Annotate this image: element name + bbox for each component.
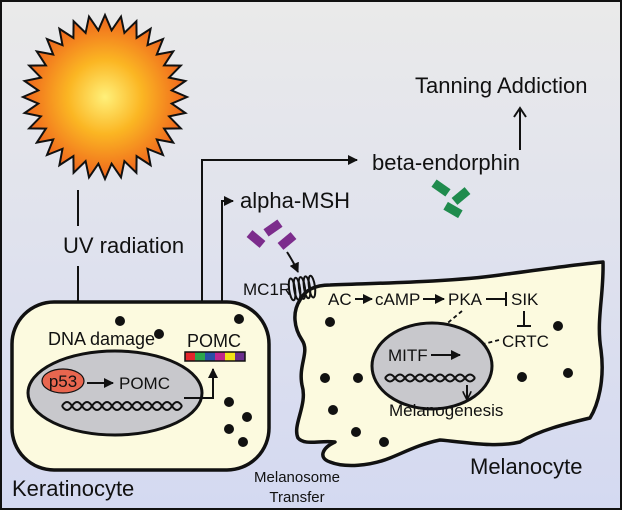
pomc-to-alpha-msh-arrow — [221, 196, 234, 332]
beta-endorphin-peptide-3 — [443, 201, 463, 219]
melanocyte-nucleus — [370, 321, 494, 411]
melanosome-dot-icon — [553, 321, 563, 331]
pka-inhibits-sik-symbol — [486, 292, 507, 306]
melanogenesis-label: Melanogenesis — [389, 401, 503, 420]
keratinocyte-melanosomes — [115, 314, 252, 447]
dna-helix-icon — [384, 373, 476, 383]
melanosome-dot-icon — [234, 314, 244, 324]
tanning-addiction-label: Tanning Addiction — [415, 73, 587, 98]
melanosome-dot-icon — [353, 373, 363, 383]
beta-endorphin-peptide-1 — [431, 179, 451, 197]
mitf-label: MITF — [388, 346, 428, 365]
pomc-bar-segment-2 — [195, 352, 205, 361]
melanosome-transfer-label-line-2: Transfer — [269, 489, 324, 506]
melanosome-dot-icon — [224, 424, 234, 434]
p53-protein-icon — [41, 368, 85, 394]
ac-label: AC — [328, 290, 352, 309]
melanocyte-dna-strand-1 — [384, 373, 476, 383]
pomc-bar-segment-3 — [205, 352, 215, 361]
melanosome-dot-icon — [351, 427, 361, 437]
melanosome-dot-icon — [238, 437, 248, 447]
p53-label: p53 — [49, 372, 77, 391]
pomc-bar-outline — [184, 351, 246, 362]
tanning-arrow-head — [513, 106, 527, 118]
alpha-msh-peptide-3 — [277, 232, 297, 250]
pomc-bar-segment-1 — [185, 352, 195, 361]
pomc-bar-segment-5 — [225, 352, 235, 361]
melanocyte-label: Melanocyte — [470, 454, 583, 479]
sik-label: SIK — [511, 290, 539, 309]
mc1r-receptor-icon — [287, 274, 317, 302]
dna-helix-icon — [61, 401, 183, 411]
keratinocyte-label: Keratinocyte — [12, 476, 134, 501]
alpha-msh-peptide-1 — [246, 230, 266, 248]
melanosome-dot-icon — [517, 372, 527, 382]
keratinocyte-nucleus — [26, 349, 204, 437]
alpha-msh-to-mc1r-arrow — [286, 251, 299, 273]
alpha-msh-label: alpha-MSH — [240, 188, 350, 213]
pka-label: PKA — [448, 290, 483, 309]
melanosome-dot-icon — [563, 368, 573, 378]
sik-inhibits-crtc-symbol — [517, 311, 531, 327]
melanosome-dot-icon — [379, 437, 389, 447]
melanosome-dot-icon — [242, 412, 252, 422]
pomc-nucleus-label: POMC — [119, 374, 170, 393]
melanocyte-melanosomes — [320, 317, 573, 447]
pomc-peptide-bar — [184, 351, 246, 362]
melanosome-transfer-label-line-1: Melanosome — [254, 469, 340, 486]
melanosome-dot-icon — [320, 373, 330, 383]
melanocyte-dna-strand-2 — [384, 373, 476, 383]
pomc-bar-segment-4 — [215, 352, 225, 361]
pomc-bar-segment-6 — [235, 352, 245, 361]
uv-radiation-label: UV radiation — [63, 233, 184, 258]
dna-damage-label: DNA damage — [48, 329, 155, 349]
camp-label: cAMP — [375, 290, 420, 309]
mc1r-label: MC1R — [243, 280, 291, 299]
beta-endorphin-label: beta-endorphin — [372, 150, 520, 175]
receptor-helix-5 — [307, 274, 317, 299]
crtc-label: CRTC — [502, 332, 549, 351]
pomc-cytoplasm-label: POMC — [187, 331, 241, 351]
keratinocyte-dna-strand-2 — [61, 401, 183, 411]
melanosome-dot-icon — [328, 405, 338, 415]
beta-endorphin-peptide-2 — [451, 187, 471, 205]
melanosome-dot-icon — [115, 316, 125, 326]
melanosome-dot-icon — [224, 397, 234, 407]
pomc-to-beta-endorphin-arrow — [201, 155, 358, 332]
sun-icon — [20, 12, 190, 182]
alpha-msh-peptide-icon — [246, 219, 297, 250]
melanosome-dot-icon — [325, 317, 335, 327]
alpha-msh-peptide-2 — [263, 219, 283, 237]
pomc-export-arrow — [184, 368, 218, 399]
beta-endorphin-peptide-icon — [431, 179, 471, 219]
melanosome-dot-icon — [154, 329, 164, 339]
